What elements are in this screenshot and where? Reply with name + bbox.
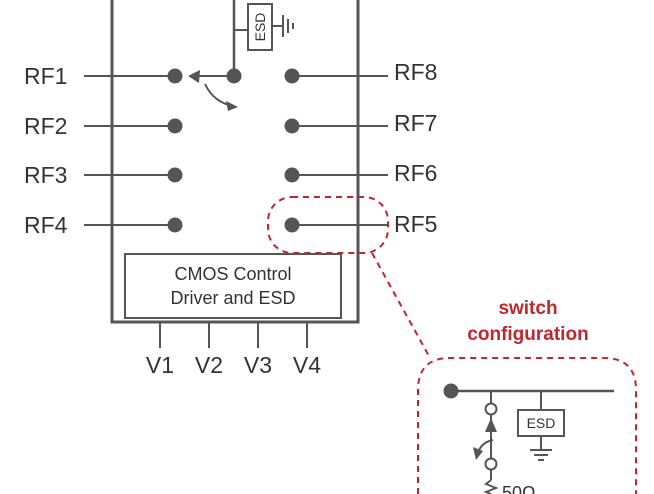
cmos-label-line1: CMOS Control bbox=[174, 264, 291, 284]
pin-label-rf6: RF6 bbox=[394, 160, 437, 186]
pin-label-rf7: RF7 bbox=[394, 110, 437, 136]
pin-rf8: RF8 bbox=[284, 59, 437, 85]
esd-label-top: ESD bbox=[252, 13, 268, 42]
callout-title-line1: switch bbox=[498, 298, 557, 319]
pin-label-rf1: RF1 bbox=[24, 63, 67, 89]
resistor-label: 50Ω bbox=[502, 483, 535, 494]
control-pin-v4: V4 bbox=[293, 322, 321, 378]
control-label-v3: V3 bbox=[244, 352, 272, 378]
control-label-v4: V4 bbox=[293, 352, 321, 378]
cmos-label-line2: Driver and ESD bbox=[170, 288, 295, 308]
control-label-v1: V1 bbox=[146, 352, 174, 378]
pin-rf7: RF7 bbox=[284, 110, 437, 136]
cmos-control-block: CMOS Control Driver and ESD bbox=[124, 253, 342, 319]
callout-frame bbox=[417, 357, 637, 494]
package-outline bbox=[110, 0, 360, 324]
pin-rf2: RF2 bbox=[24, 113, 183, 139]
open-contact-bottom-icon bbox=[484, 457, 498, 471]
pin-rf3: RF3 bbox=[24, 162, 183, 188]
pin-label-rf3: RF3 bbox=[24, 162, 67, 188]
pin-rf4: RF4 bbox=[24, 212, 183, 238]
pin-rf1: RF1 bbox=[24, 63, 183, 89]
callout-title-line2: configuration bbox=[467, 324, 588, 345]
pin-rf5: RF5 bbox=[284, 211, 437, 237]
control-pin-v1: V1 bbox=[146, 322, 174, 378]
esd-label-config: ESD bbox=[527, 415, 556, 431]
control-pin-v2: V2 bbox=[195, 322, 223, 378]
common-node-esd: ESD bbox=[232, 0, 294, 76]
pin-label-rf4: RF4 bbox=[24, 212, 68, 238]
rotation-arrow-icon bbox=[204, 83, 235, 107]
switch-arrow-icon bbox=[485, 418, 497, 432]
esd-box-config bbox=[517, 409, 565, 437]
config-node-dot bbox=[443, 383, 459, 399]
pin-rf6: RF6 bbox=[284, 160, 437, 186]
open-contact-top-icon bbox=[484, 402, 498, 416]
pin-label-rf8: RF8 bbox=[394, 59, 437, 85]
pin-label-rf2: RF2 bbox=[24, 113, 67, 139]
callout-leader-line bbox=[371, 252, 431, 359]
control-label-v2: V2 bbox=[195, 352, 223, 378]
switch-config-detail: 50Ω ESD bbox=[443, 383, 614, 494]
resistor-icon bbox=[483, 479, 499, 494]
control-pin-v3: V3 bbox=[244, 322, 272, 378]
pin-label-rf5: RF5 bbox=[394, 211, 437, 237]
arrow-head-icon bbox=[188, 70, 200, 83]
esd-box-top bbox=[247, 3, 273, 51]
common-node-dot bbox=[226, 68, 242, 84]
highlight-dashed-box bbox=[267, 196, 389, 254]
